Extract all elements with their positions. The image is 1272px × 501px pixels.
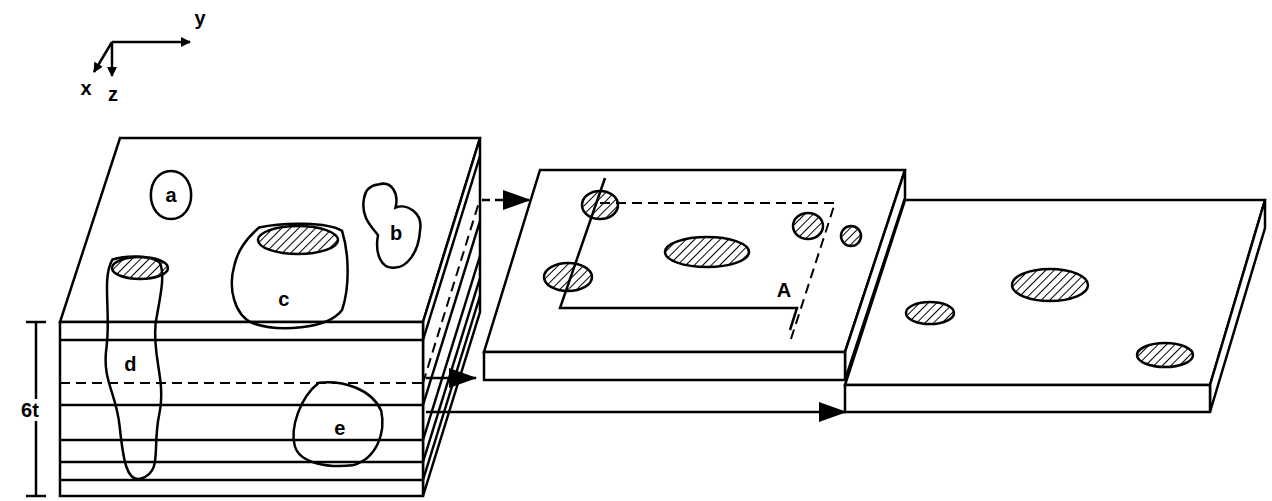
region-letter: e	[334, 418, 345, 438]
blob-outline	[228, 222, 352, 332]
region-letter: d	[124, 354, 136, 374]
region-blob: d	[98, 255, 170, 483]
region-blob: b	[357, 180, 427, 272]
region-blob: c	[228, 222, 352, 332]
region-letter: a	[165, 185, 176, 205]
region-blob: a	[150, 170, 192, 220]
region-letter: b	[390, 223, 402, 243]
axis-label: x	[80, 78, 91, 98]
dimension-label: 6t	[19, 399, 41, 421]
axis-label: y	[194, 8, 205, 28]
region-blob: e	[290, 380, 386, 468]
section-label: A	[777, 280, 791, 300]
axis-label: z	[108, 84, 118, 104]
region-letter: c	[278, 289, 289, 309]
